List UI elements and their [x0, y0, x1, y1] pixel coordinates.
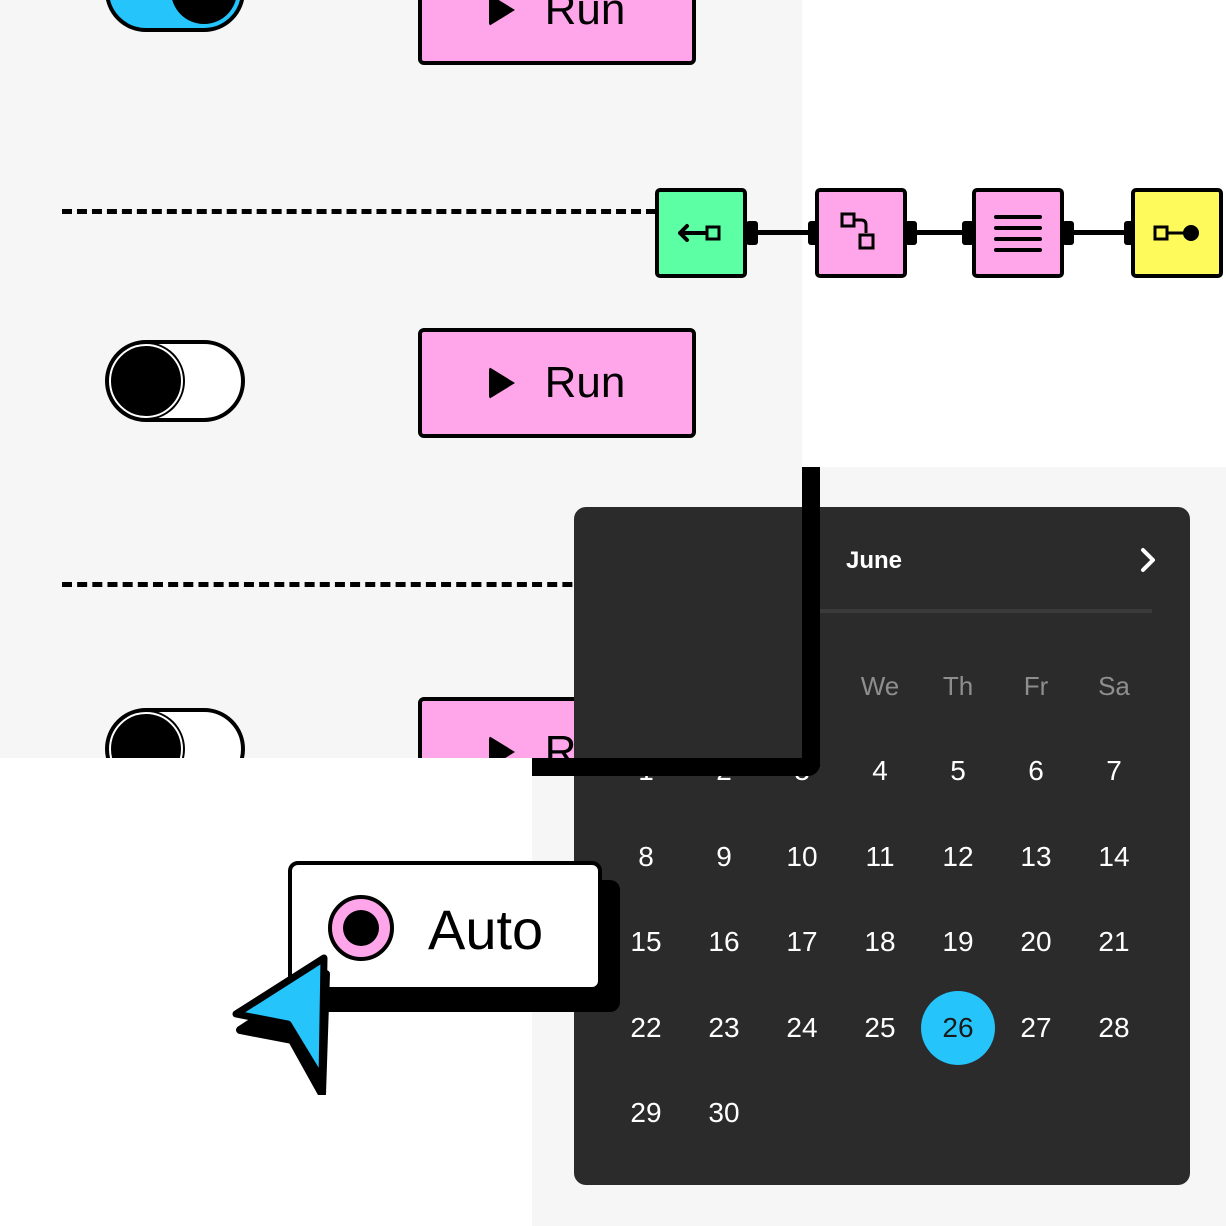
calendar-day[interactable]: 28: [1098, 1012, 1130, 1043]
calendar-day[interactable]: 19: [942, 926, 974, 957]
toggle-row-3[interactable]: [105, 708, 245, 758]
lines-menu-icon: [994, 215, 1042, 252]
calendar-day[interactable]: 18: [864, 926, 896, 957]
corner-line: [802, 467, 820, 767]
node-port: [746, 221, 758, 245]
calendar-day[interactable]: 30: [708, 1097, 740, 1128]
dashed-divider: [62, 209, 656, 214]
calendar-day[interactable]: 12: [942, 841, 974, 872]
calendar-day[interactable]: 11: [865, 841, 895, 872]
toggle-knob: [171, 0, 237, 24]
weekday-label: Th: [942, 671, 974, 701]
output-connector-icon: [1153, 225, 1199, 241]
calendar-day[interactable]: 7: [1106, 755, 1122, 786]
pipeline-connector: [908, 230, 974, 235]
play-icon: [488, 736, 515, 758]
calendar-day[interactable]: 27: [1020, 1012, 1052, 1043]
month-label: June: [846, 547, 903, 574]
calendar-day[interactable]: 23: [708, 1012, 740, 1043]
toggle-knob: [109, 712, 183, 758]
auto-option[interactable]: Auto: [288, 861, 602, 991]
toggle-row-1[interactable]: [105, 0, 245, 32]
calendar-day[interactable]: 6: [1028, 755, 1044, 786]
radio-selected-icon[interactable]: [328, 895, 394, 961]
dashed-divider: [62, 582, 724, 587]
calendar-day[interactable]: 15: [630, 926, 662, 957]
header-divider: [820, 609, 1152, 613]
run-button-row-1[interactable]: Run: [418, 0, 696, 65]
calendar-day[interactable]: 10: [786, 841, 818, 872]
node-port: [905, 221, 917, 245]
run-label: Run: [544, 0, 626, 34]
calendar-day[interactable]: 29: [630, 1097, 662, 1128]
pipeline-node-input[interactable]: [655, 188, 747, 278]
calendar-day[interactable]: 22: [630, 1012, 662, 1043]
input-arrow-icon: [678, 224, 721, 242]
play-icon: [488, 0, 515, 26]
pointer-cursor-icon: [232, 954, 330, 1095]
chevron-right-icon[interactable]: [1136, 545, 1160, 575]
pipeline-node-branch[interactable]: [815, 188, 907, 278]
calendar-day[interactable]: 24: [786, 1012, 818, 1043]
calendar-day[interactable]: 17: [786, 926, 818, 957]
toggle-row-2[interactable]: [105, 340, 245, 422]
corner-line: [532, 758, 820, 776]
pipeline-connector: [750, 230, 820, 235]
calendar-day[interactable]: 16: [708, 926, 740, 957]
calendar-day[interactable]: 21: [1098, 926, 1130, 957]
branch-blocks-icon: [840, 212, 875, 250]
weekday-label: We: [860, 671, 900, 701]
toggle-knob: [109, 344, 183, 418]
play-icon: [488, 367, 515, 399]
auto-label: Auto: [428, 898, 544, 961]
calendar-day[interactable]: 5: [950, 755, 966, 786]
pipeline-node-output[interactable]: [1131, 188, 1223, 278]
calendar-day[interactable]: 13: [1020, 841, 1052, 872]
calendar-day[interactable]: 20: [1020, 926, 1052, 957]
calendar-day[interactable]: 14: [1098, 841, 1130, 872]
run-button-row-2[interactable]: Run: [418, 328, 696, 438]
calendar-day[interactable]: 8: [638, 841, 654, 872]
calendar-day[interactable]: 4: [872, 755, 888, 786]
pipeline-node-text[interactable]: [972, 188, 1064, 278]
calendar-day[interactable]: 9: [716, 841, 732, 872]
calendar-day-selected[interactable]: 26: [921, 991, 995, 1065]
node-port: [1062, 221, 1074, 245]
calendar-day[interactable]: 25: [864, 1012, 896, 1043]
weekday-label: Fr: [1023, 671, 1049, 701]
weekday-label: Sa: [1098, 671, 1130, 701]
run-label: Run: [544, 358, 626, 407]
pipeline-connector: [1064, 230, 1134, 235]
node-port: [962, 221, 974, 245]
